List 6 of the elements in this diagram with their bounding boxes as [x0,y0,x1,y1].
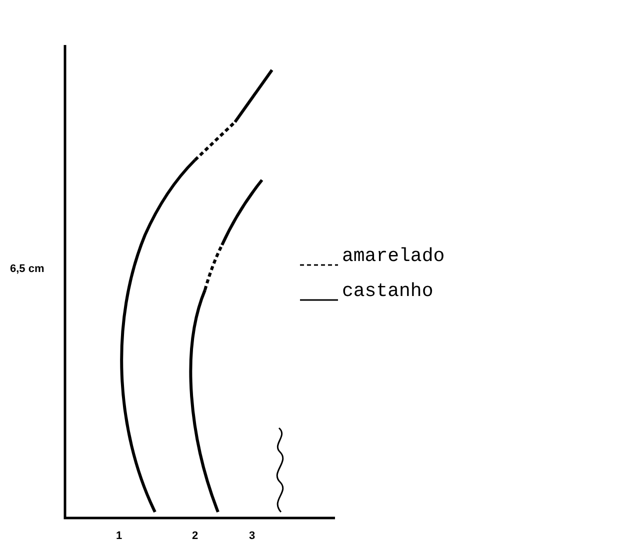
lane-number: 1 [116,530,122,542]
legend-label: amarelado [342,245,445,267]
lane-number: 3 [249,530,256,542]
dimension-label: 6,5 cm [10,263,44,275]
legend-label: castanho [342,280,434,302]
lane-number: 2 [192,530,198,542]
